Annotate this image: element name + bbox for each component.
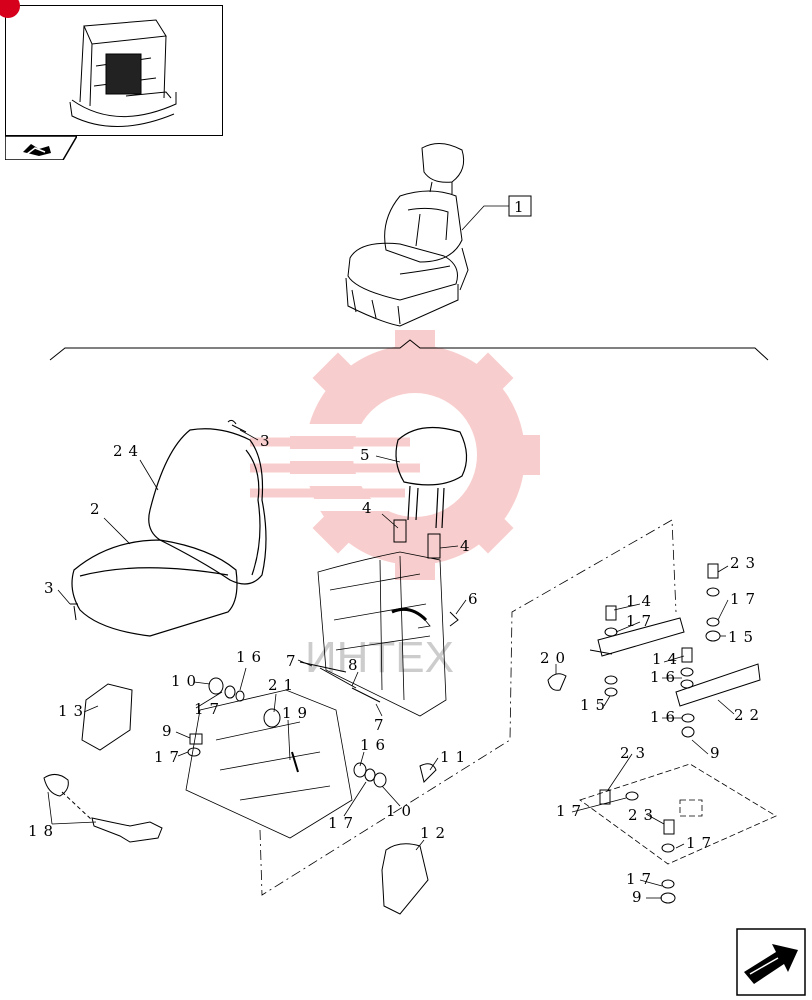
next-page-arrow-icon[interactable] bbox=[736, 928, 806, 996]
callout-9-left: 9 bbox=[162, 722, 178, 740]
callout-10-right: 10 bbox=[386, 802, 417, 820]
callout-11: 11 bbox=[440, 748, 471, 766]
side-cover-right bbox=[381, 843, 429, 915]
slide-rail bbox=[589, 617, 761, 707]
callout-17-g: 17 bbox=[686, 834, 717, 852]
watermark-text: ИНТЕХ bbox=[305, 633, 454, 682]
callout-17-f: 17 bbox=[556, 802, 587, 820]
callout-23-top: 23 bbox=[730, 554, 761, 572]
callout-16-top: 16 bbox=[236, 648, 267, 666]
callout-16-mid: 16 bbox=[360, 736, 391, 754]
callout-5: 5 bbox=[360, 446, 376, 464]
callout-14-right: 14 bbox=[652, 650, 683, 668]
headrest bbox=[395, 426, 468, 529]
callout-15-right: 15 bbox=[728, 628, 759, 646]
callout-16-rail: 16 bbox=[650, 708, 681, 726]
callout-4-right: 4 bbox=[460, 537, 476, 555]
callout-4-left: 4 bbox=[362, 499, 378, 517]
leader-line bbox=[461, 205, 509, 231]
callout-7-upper: 7 bbox=[286, 652, 302, 670]
callout-9-rail: 9 bbox=[710, 744, 726, 762]
callout-17-c: 17 bbox=[328, 814, 359, 832]
callout-17-e: 17 bbox=[626, 612, 657, 630]
callout-23-mid: 23 bbox=[620, 744, 651, 762]
callout-3-top: 3 bbox=[260, 432, 276, 450]
callout-1: 1 bbox=[514, 198, 530, 216]
base-plate bbox=[579, 763, 777, 865]
callout-22: 22 bbox=[734, 706, 765, 724]
callout-7-lower: 7 bbox=[374, 716, 390, 734]
small-parts bbox=[187, 611, 567, 788]
callout-8: 8 bbox=[348, 656, 364, 674]
callout-12: 12 bbox=[420, 824, 451, 842]
callout-24: 24 bbox=[113, 442, 144, 460]
book-icon bbox=[23, 144, 51, 156]
seat-assembly bbox=[345, 143, 469, 327]
callout-17-b: 17 bbox=[154, 748, 185, 766]
callout-21: 21 bbox=[268, 676, 299, 694]
callout-15-left: 15 bbox=[580, 696, 611, 714]
callout-17-h: 17 bbox=[626, 870, 657, 888]
thumbnail-tab[interactable] bbox=[5, 136, 77, 160]
backrest-frame bbox=[317, 551, 447, 717]
callout-3-left: 3 bbox=[44, 579, 60, 597]
cab-thumbnail[interactable] bbox=[0, 0, 223, 136]
seat-base-frame bbox=[185, 689, 353, 839]
side-cover-left bbox=[81, 683, 133, 751]
callout-labels: 24 3 2 3 5 4 4 6 7 8 7 10 16 21 17 19 13… bbox=[28, 432, 765, 906]
badge-icon bbox=[0, 0, 20, 18]
callout-20: 20 bbox=[540, 649, 571, 667]
callout-10-left: 10 bbox=[171, 672, 202, 690]
backrest-cushion bbox=[148, 428, 267, 585]
seat-cushion bbox=[71, 539, 238, 637]
callout-19: 19 bbox=[282, 704, 313, 722]
handle-lever bbox=[43, 774, 163, 843]
dashed-enclosure bbox=[259, 519, 677, 896]
bushing-part bbox=[393, 519, 441, 559]
callout-17-a: 17 bbox=[194, 700, 225, 718]
callout-16-right: 16 bbox=[650, 668, 681, 686]
callout-13: 13 bbox=[58, 702, 89, 720]
callout-18: 18 bbox=[28, 822, 59, 840]
slide-rail-bolts bbox=[604, 563, 721, 738]
callout-6: 6 bbox=[468, 590, 484, 608]
callout-2: 2 bbox=[90, 500, 106, 518]
cab-thumbnail-drawing bbox=[69, 19, 177, 127]
callout-23-low: 23 bbox=[628, 806, 659, 824]
callout-17-d: 17 bbox=[730, 590, 761, 608]
leader-lines bbox=[47, 429, 735, 899]
callout-9-bottom: 9 bbox=[632, 888, 648, 906]
base-plate-bolts bbox=[599, 789, 676, 904]
screw-part bbox=[70, 419, 247, 621]
group-brace bbox=[49, 339, 769, 361]
callout-14-left: 14 bbox=[626, 592, 657, 610]
